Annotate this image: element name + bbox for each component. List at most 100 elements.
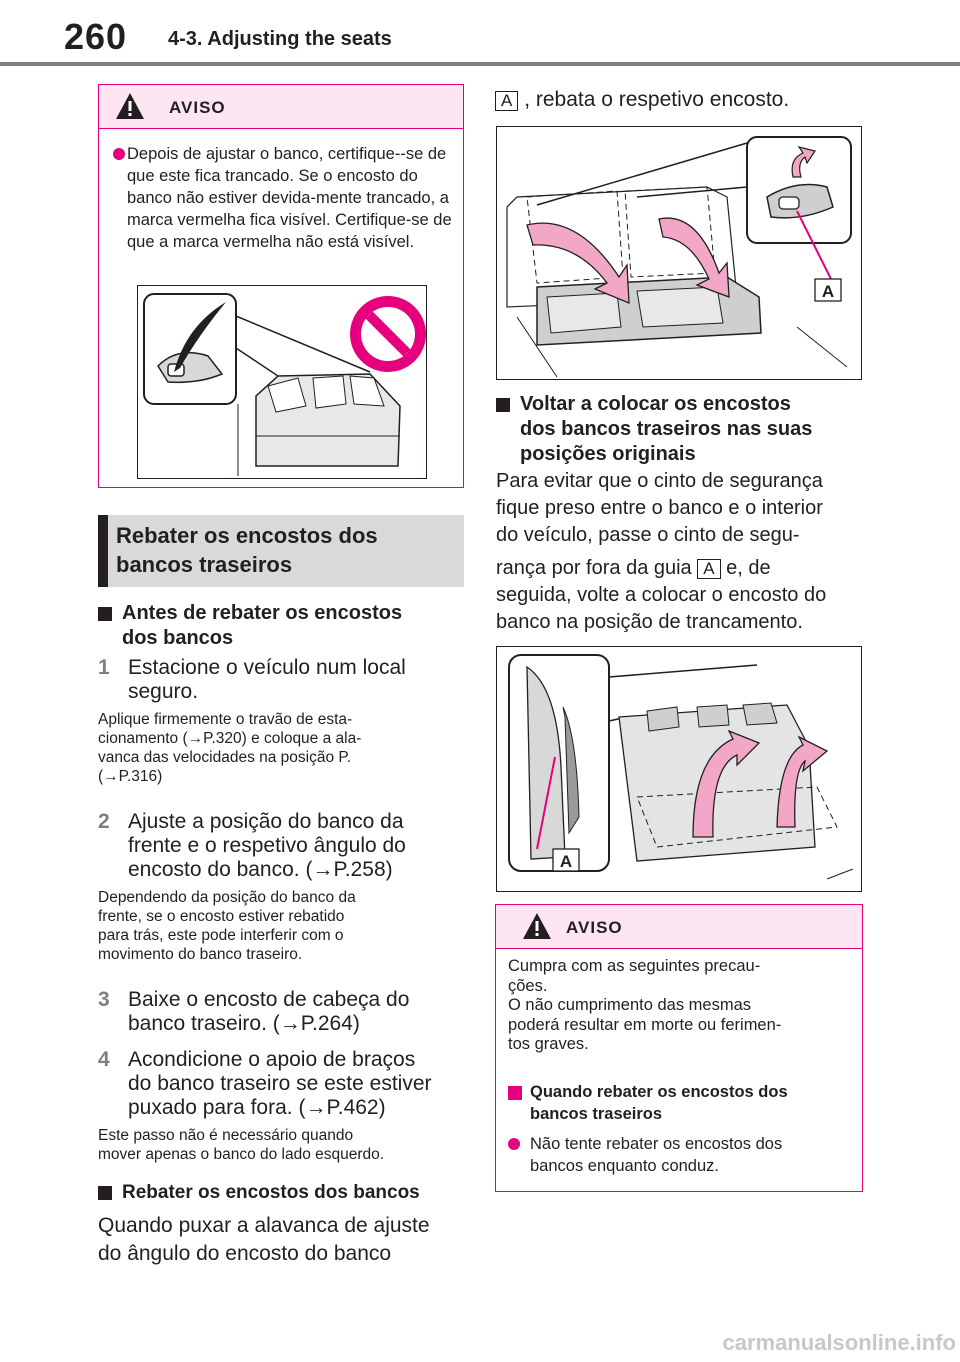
step-text: Ajuste a posição do banco da — [128, 810, 404, 833]
square-bullet-icon — [98, 1186, 112, 1200]
step-text: encosto do banco. (→P.258) — [128, 858, 393, 881]
warning-body: Depois de ajustar o banco, certifique--s… — [127, 145, 452, 251]
chapter-title: 4-3. Adjusting the seats — [168, 28, 392, 50]
body-line: do ângulo do encosto do banco — [98, 1242, 392, 1265]
square-bullet-icon — [496, 398, 510, 412]
note-line: para trás, este pode interferir com o — [98, 927, 344, 944]
step-number: 4 — [98, 1048, 110, 1071]
subheading-line: Antes de rebater os encostos — [122, 602, 403, 624]
body-line: fique preso entre o banco e o interior — [496, 497, 823, 519]
warning-title: AVISO — [169, 98, 226, 117]
warning-line: Quando rebater os encostos dos — [530, 1083, 788, 1101]
step-text: Acondicione o apoio de braços — [128, 1048, 416, 1071]
subheading-line: Voltar a colocar os encostos — [520, 393, 791, 415]
note-line: movimento do banco traseiro. — [98, 946, 303, 963]
note-line: (→P.316) — [98, 768, 163, 785]
warning-line: poderá resultar em morte ou ferimen- — [508, 1015, 782, 1034]
step-2-note: Dependendo da posição do banco da frente… — [98, 888, 464, 964]
body-text: rança por fora da guia — [496, 557, 692, 579]
warning-line: Não tente rebater os encostos dos — [530, 1135, 783, 1153]
step-text: seguro. — [128, 680, 199, 703]
page-number: 260 — [64, 16, 128, 57]
label-a: A — [697, 559, 721, 579]
warning-line: O não cumprimento das mesmas — [508, 996, 752, 1014]
body-line: rança por fora da guia A e, de — [496, 555, 866, 582]
folding-illustration: A — [496, 126, 862, 380]
seatback-return-illustration: A — [508, 654, 854, 880]
subheading-returning: Voltar a colocar os encostos dos bancos … — [496, 392, 866, 467]
returning-text: Para evitar que o cinto de segurança fiq… — [496, 468, 866, 636]
subheading-before-folding: Antes de rebater os encostos dos bancos — [98, 601, 464, 651]
subheading-line: Rebater os encostos dos bancos — [122, 1182, 420, 1203]
note-line: frente, se o encosto estiver rebatido — [98, 908, 345, 925]
warning-line: Cumpra com as seguintes precau- — [508, 957, 761, 975]
step-text: do banco traseiro se este estiver — [128, 1072, 432, 1095]
warning-triangle-icon — [523, 913, 551, 939]
note-line: mover apenas o banco do lado esquerdo. — [98, 1146, 385, 1163]
watermark: carmanualsonline.info — [722, 1330, 957, 1355]
step-4-note: Este passo não é necessário quando mover… — [98, 1126, 468, 1164]
step-number: 2 — [98, 810, 110, 833]
subheading-line: dos bancos — [122, 627, 234, 649]
folding-text-cont: A , rebata o respetivo encosto. — [495, 86, 865, 113]
body-line: seguida, volte a colocar o encosto do — [496, 584, 827, 606]
section-bar — [98, 515, 108, 587]
page-header: 260 4-3. Adjusting the seats — [0, 0, 960, 62]
step-text: Estacione o veículo num local — [128, 656, 406, 679]
step-text: banco traseiro. (→P.264) — [128, 1012, 360, 1035]
seat-lock-illustration — [143, 293, 426, 476]
square-bullet-icon — [508, 1086, 522, 1100]
step-1-note: Aplique firmemente o travão de esta- cio… — [98, 710, 464, 786]
step-number: 3 — [98, 988, 110, 1011]
body-line: Para evitar que o cinto de segurança — [496, 470, 823, 492]
warning-line: ções. — [508, 976, 548, 995]
subheading-folding: Rebater os encostos dos bancos — [98, 1180, 468, 1205]
warning-line: bancos traseiros — [530, 1105, 663, 1123]
note-line: vanca das velocidades na posição P. — [98, 749, 352, 766]
note-line: Este passo não é necessário quando — [98, 1127, 354, 1144]
subheading-line: dos bancos traseiros nas suas — [520, 418, 813, 440]
step-4: 4 Acondicione o apoio de braços do banco… — [98, 1048, 464, 1120]
warning-subheading: Quando rebater os encostos dos bancos tr… — [508, 1081, 858, 1125]
section-title-line: Rebater os encostos dos — [116, 523, 378, 548]
label-a: A — [495, 91, 519, 111]
callout-a: A — [822, 282, 834, 301]
square-bullet-icon — [98, 607, 112, 621]
warning-intro: Cumpra com as seguintes precau- ções. O … — [508, 957, 858, 1055]
warning-triangle-icon — [116, 93, 144, 119]
warning-box-1: AVISO Depois de ajustar o banco, certifi… — [98, 84, 464, 488]
warning-header: AVISO — [496, 905, 862, 949]
callout-a: A — [560, 852, 572, 871]
body-line: Quando puxar a alavanca de ajuste — [98, 1214, 430, 1237]
section-title: Rebater os encostos dos bancos traseiros — [116, 521, 378, 579]
body-line: , rebata o respetivo encosto. — [524, 88, 790, 111]
warning-item: Não tente rebater os encostos dos bancos… — [508, 1133, 858, 1177]
body-text: e, de — [726, 557, 771, 579]
step-2: 2 Ajuste a posição do banco da frente e … — [98, 810, 464, 882]
note-line: Dependendo da posição do banco da — [98, 889, 356, 906]
header-rule — [0, 62, 960, 66]
warning-line: tos graves. — [508, 1035, 589, 1053]
red-mark-illustration — [137, 285, 427, 479]
step-3: 3 Baixe o encosto de cabeça do banco tra… — [98, 988, 464, 1036]
step-number: 1 — [98, 656, 110, 679]
step-text: puxado para fora. (→P.462) — [128, 1096, 386, 1119]
body-line: do veículo, passe o cinto de segu- — [496, 524, 800, 546]
seatback-folding-illustration: A — [506, 136, 852, 378]
step-1: 1 Estacione o veículo num local seguro. — [98, 656, 464, 704]
warning-line: bancos enquanto conduz. — [530, 1157, 719, 1175]
warning-header: AVISO — [99, 85, 463, 129]
subheading-line: posições originais — [520, 443, 696, 465]
note-line: cionamento (→P.320) e coloque a ala- — [98, 730, 362, 747]
step-text: frente e o respetivo ângulo do — [128, 834, 406, 857]
returning-illustration: A — [496, 646, 862, 892]
bullet-icon — [113, 148, 125, 160]
folding-text: Quando puxar a alavanca de ajuste do âng… — [98, 1212, 468, 1268]
note-line: Aplique firmemente o travão de esta- — [98, 711, 353, 728]
body-line: banco na posição de trancamento. — [496, 611, 803, 633]
warning-text: Depois de ajustar o banco, certifique--s… — [113, 143, 453, 253]
step-text: Baixe o encosto de cabeça do — [128, 988, 410, 1011]
section-header: Rebater os encostos dos bancos traseiros — [98, 515, 464, 587]
warning-title: AVISO — [566, 918, 623, 937]
bullet-icon — [508, 1138, 520, 1150]
